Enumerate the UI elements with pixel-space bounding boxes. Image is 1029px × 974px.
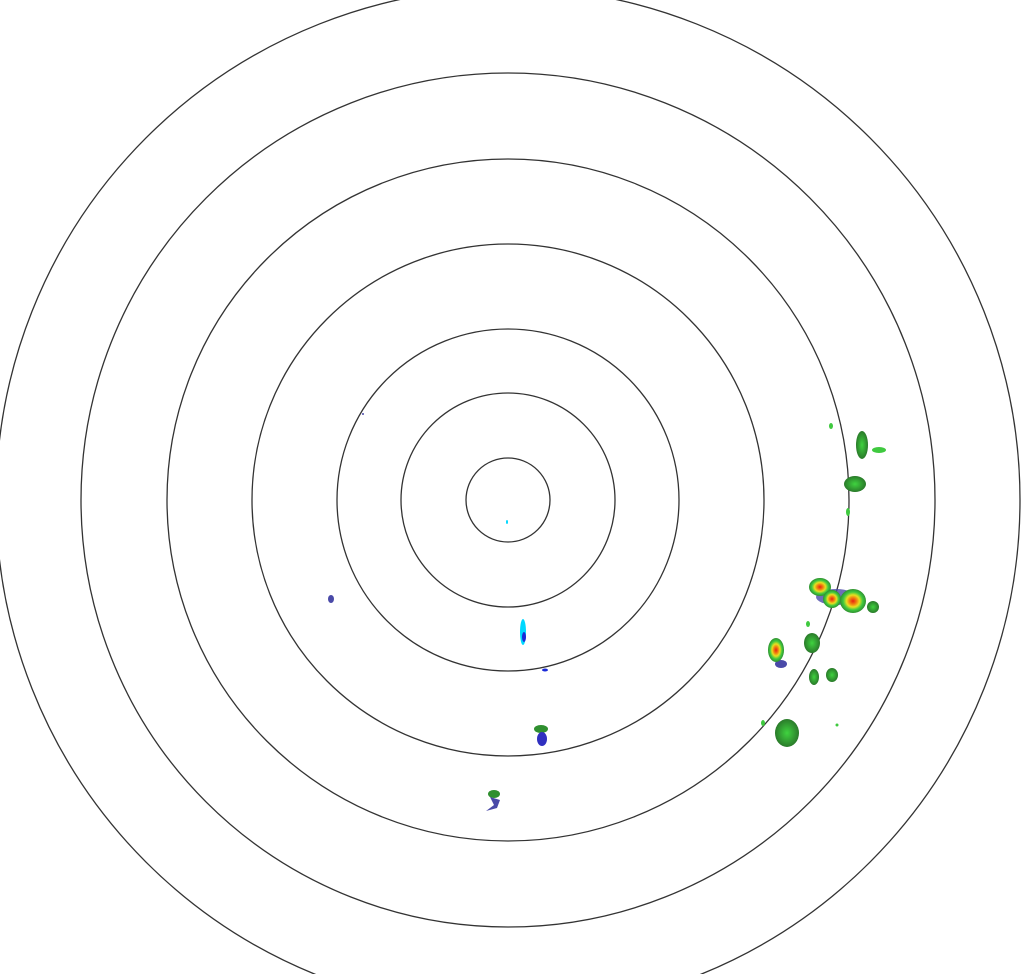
range-ring-3 <box>336 328 680 672</box>
range-ring-5 <box>166 158 850 842</box>
range-ring-1 <box>465 457 551 543</box>
echo <box>867 601 879 613</box>
echo <box>542 668 548 672</box>
echo <box>522 632 526 642</box>
echo <box>844 476 866 492</box>
range-ring-6 <box>80 72 936 928</box>
storm-cell <box>768 638 784 662</box>
echo <box>809 669 819 685</box>
echo <box>829 423 833 429</box>
echo <box>534 725 548 733</box>
echo <box>761 720 765 726</box>
echo <box>328 595 334 603</box>
echo <box>806 621 810 627</box>
echo <box>856 431 868 459</box>
echo <box>362 413 364 415</box>
storm-cell <box>840 589 866 613</box>
echo <box>775 719 799 747</box>
precipitation-echoes <box>328 413 886 811</box>
echo <box>488 790 500 798</box>
echo <box>537 732 547 746</box>
echo <box>804 633 820 653</box>
echo <box>486 797 500 811</box>
echo <box>846 508 850 516</box>
range-ring-2 <box>400 392 616 608</box>
echo <box>872 447 886 453</box>
storm-cell <box>823 590 841 608</box>
storm-cell <box>809 578 831 596</box>
echo <box>835 723 839 727</box>
echo <box>826 668 838 682</box>
range-ring-4 <box>251 243 765 757</box>
echo <box>775 660 787 668</box>
clear-air-echo <box>506 520 508 524</box>
